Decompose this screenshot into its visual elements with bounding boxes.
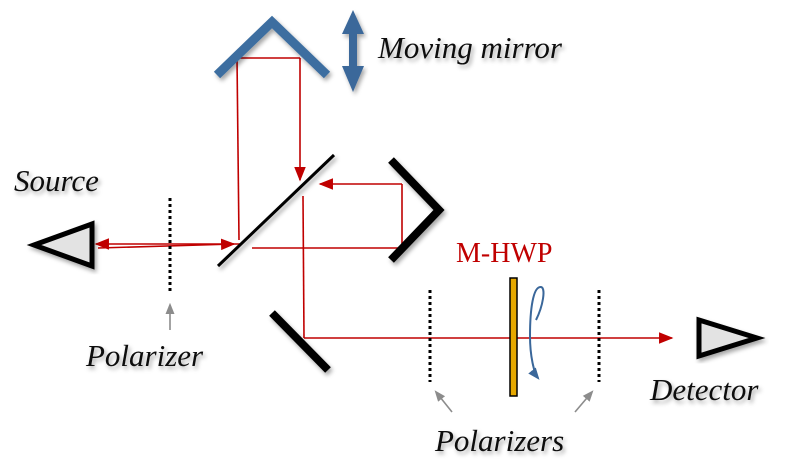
label-polarizers: Polarizers (434, 423, 564, 458)
detector-triangle-icon (696, 316, 766, 360)
motion-arrow-icon (342, 10, 364, 92)
source-triangle-icon (26, 220, 95, 270)
beam-splitter (216, 153, 336, 268)
label-moving-mirror: Moving mirror (377, 30, 563, 65)
moving-mirror (213, 15, 331, 79)
beam-arm-up-left (236, 57, 240, 241)
beam-paths (94, 57, 674, 344)
pointer-polarizers-left (434, 390, 453, 413)
label-detector: Detector (649, 372, 759, 407)
fold-mirror (269, 310, 331, 373)
m-hwp-plate (509, 277, 518, 397)
beam-into-splitter (97, 238, 236, 251)
rotation-arrow-icon (528, 286, 545, 380)
beam-down (302, 195, 305, 339)
fixed-mirror (388, 157, 445, 263)
pointer-arrows (165, 302, 594, 413)
label-source: Source (14, 163, 99, 198)
label-polarizer: Polarizer (85, 338, 204, 373)
pointer-polarizers-right (574, 390, 594, 413)
label-m-hwp: M-HWP (456, 238, 552, 269)
